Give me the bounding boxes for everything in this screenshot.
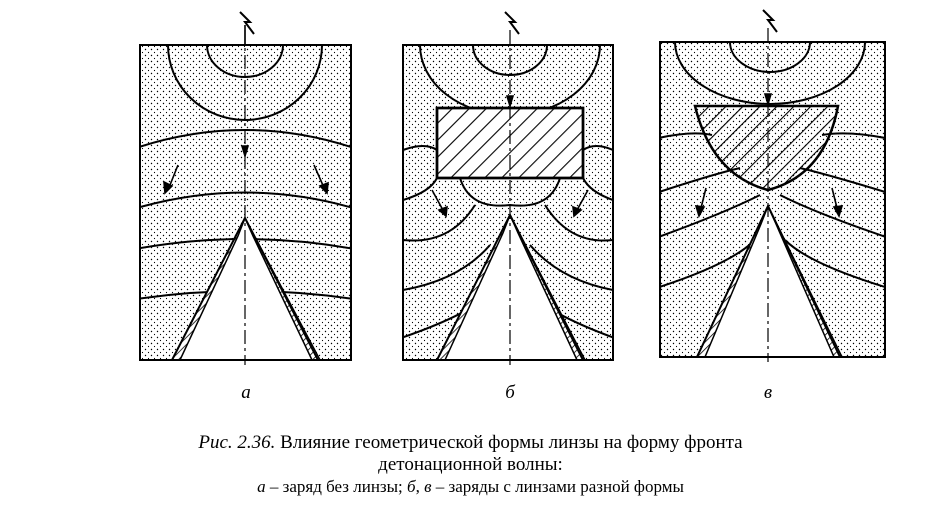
legend-key-b: б: [407, 477, 416, 496]
wave-front-1: [206, 45, 284, 78]
caption-title-2: детонационной волны:: [378, 454, 563, 475]
panel-label-a: а: [241, 382, 251, 403]
legend-text-bc: – заряды с линзами разной формы: [435, 477, 684, 496]
legend-sep: ,: [415, 477, 420, 496]
wave-front-4: [403, 204, 613, 242]
wave-front-right-1: [582, 145, 613, 151]
panel-a-charge-without-lens: [139, 11, 352, 365]
panel-c-charge-with-segment-lens: [659, 9, 886, 362]
figure-caption: Рис. 2.36. Влияние геометрической формы …: [0, 432, 941, 498]
wave-front-left-2: [403, 177, 438, 201]
detonator-icon: [504, 11, 520, 35]
legend-key-a: а: [257, 477, 266, 496]
panel-b-charge-with-rect-lens: [402, 11, 614, 365]
wave-front-left-1: [403, 145, 438, 151]
wave-front-2: [167, 45, 323, 121]
wave-front-2: [674, 42, 866, 105]
legend-text-a: – заряд без линзы;: [269, 477, 403, 496]
wave-front-1: [729, 42, 811, 73]
detonator-icon: [239, 11, 255, 35]
detonator-icon: [762, 9, 778, 33]
caption-legend: а – заряд без линзы; б, в – заряды с лин…: [0, 476, 941, 498]
wave-front-3: [660, 194, 885, 238]
propagation-arrows: [163, 145, 329, 195]
panel-label-c: в: [763, 382, 773, 403]
figure-number: Рис. 2.36.: [198, 432, 276, 453]
wave-front-5: [403, 244, 613, 291]
legend-key-c: в: [424, 477, 432, 496]
caption-title-line-1: Рис. 2.36. Влияние геометрической формы …: [0, 432, 941, 454]
caption-title-1: Влияние геометрической формы линзы на фо…: [280, 432, 743, 453]
panel-label-b: б: [505, 382, 515, 403]
wave-front-right-2: [582, 177, 613, 201]
